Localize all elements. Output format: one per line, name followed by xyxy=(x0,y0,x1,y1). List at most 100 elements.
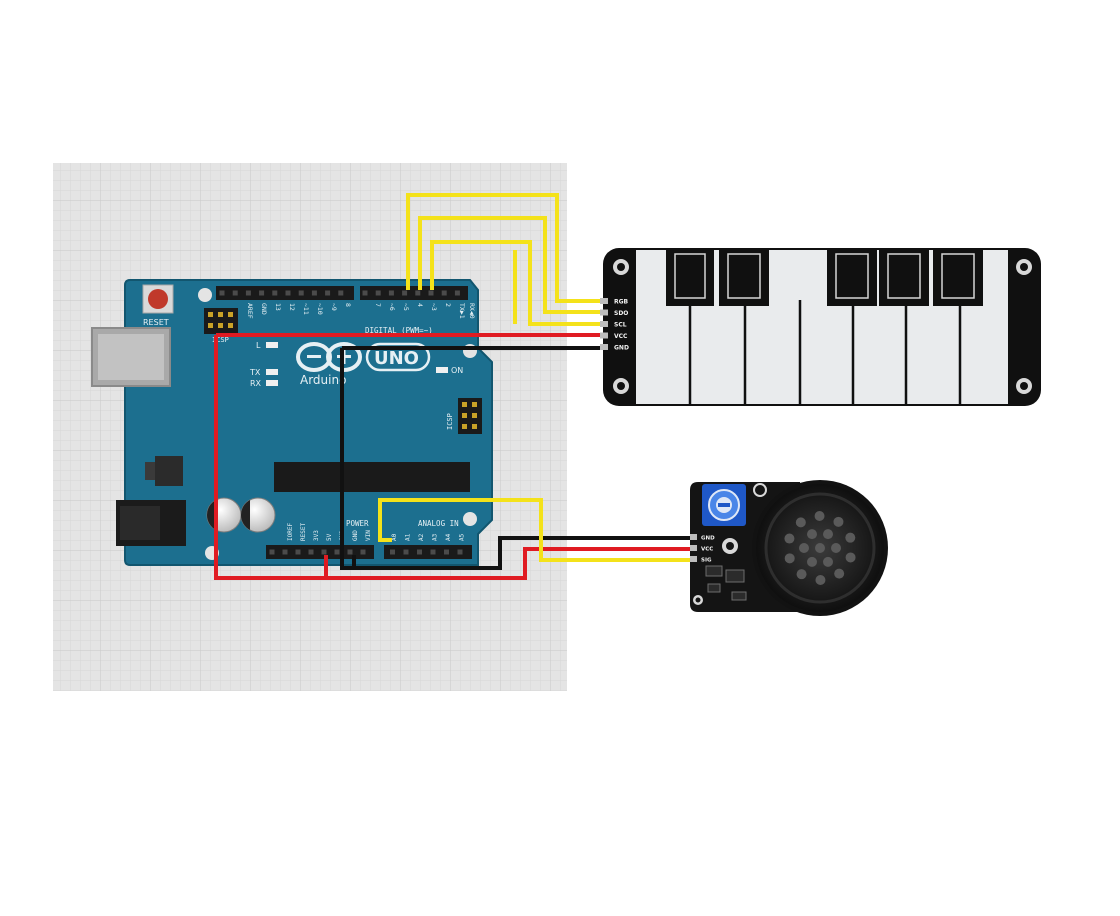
black-key-pad xyxy=(887,253,921,299)
analog-pin-label: A5 xyxy=(459,533,466,541)
header-pin xyxy=(390,549,395,555)
speaker-grill-hole xyxy=(799,543,809,553)
led-tx-label: TX xyxy=(249,368,261,377)
header-pin xyxy=(259,290,265,296)
header-pin xyxy=(219,290,225,296)
header-pin xyxy=(457,549,463,555)
header-pin xyxy=(454,290,460,296)
header-pin xyxy=(430,549,436,555)
led-on-label: ON xyxy=(451,366,463,375)
speaker-grill-hole xyxy=(807,529,817,540)
header-pin xyxy=(282,549,288,555)
digital-pin-label: RX◀0 xyxy=(468,303,476,319)
uno-badge xyxy=(365,342,431,372)
dc-power-jack xyxy=(116,500,186,546)
header-pin xyxy=(444,549,449,555)
header-pin xyxy=(362,290,368,296)
header-pin xyxy=(269,549,275,555)
digital-pin-label: 13 xyxy=(274,303,282,311)
power-pin-label: GND xyxy=(352,530,359,541)
digital-pin-label: ~11 xyxy=(302,303,310,315)
header-pin xyxy=(285,290,291,296)
wire-speaker-sig xyxy=(378,498,690,562)
digital-pin-label: 4 xyxy=(416,303,424,307)
power-header xyxy=(266,545,374,559)
black-key-pad xyxy=(941,253,975,299)
potentiometer xyxy=(702,484,746,526)
analog-label: ANALOG IN xyxy=(418,519,459,528)
power-pin-label: 5V xyxy=(326,533,333,541)
digital-pin-label: 12 xyxy=(288,303,296,311)
keyboard-pin-label: GND xyxy=(614,345,629,352)
wires xyxy=(214,193,690,580)
digital-pin-label: 8 xyxy=(344,303,352,307)
header-pin xyxy=(388,290,394,296)
reset-label: RESET xyxy=(143,318,169,327)
header-pin xyxy=(338,290,344,296)
digital-header xyxy=(216,286,468,300)
power-pin-label: 3V3 xyxy=(313,530,320,541)
header-pin xyxy=(245,290,251,296)
wire-rgb xyxy=(406,193,600,303)
speaker-grill-hole xyxy=(831,543,841,553)
mounting-hole xyxy=(198,288,212,302)
speaker-pin-label: SIG xyxy=(701,558,712,564)
voltage-regulator xyxy=(145,456,183,486)
speaker-grill-hole xyxy=(823,529,833,540)
speaker-grill-hole xyxy=(784,533,795,544)
brand-label: Arduino xyxy=(300,373,346,387)
digital-pin-label: TX▶1 xyxy=(458,303,466,319)
header-pin xyxy=(295,549,301,555)
speaker-grill-hole xyxy=(784,553,795,564)
led-l-label: L xyxy=(256,341,261,350)
module-pin xyxy=(600,298,608,304)
header-pin xyxy=(308,549,314,555)
digital-pin-label: ~9 xyxy=(330,303,338,311)
analog-header xyxy=(384,545,472,559)
led-rx-label: RX xyxy=(250,379,262,388)
reset-button xyxy=(142,284,174,314)
speaker-grill-hole xyxy=(815,574,826,585)
bottom-header-pins xyxy=(269,549,463,555)
mounting-hole xyxy=(463,512,477,526)
header-pin xyxy=(402,290,408,296)
digital-pin-label: ~6 xyxy=(388,303,396,311)
icsp2-label: ICSP xyxy=(212,336,229,344)
speaker-grill-hole xyxy=(815,543,825,553)
header-pin xyxy=(347,549,353,555)
atmega-chip xyxy=(274,462,470,492)
header-pin xyxy=(360,549,366,555)
speaker-grill-hole xyxy=(807,556,817,567)
analog-pin-label: A0 xyxy=(391,533,398,541)
speaker-pin-label: VCC xyxy=(701,547,713,553)
digital-pin-label: ~5 xyxy=(402,303,410,311)
speaker-grill-hole xyxy=(795,517,806,528)
power-label: POWER xyxy=(346,519,369,528)
keyboard-pin-label: SCL xyxy=(614,322,627,329)
speaker-grill-hole xyxy=(796,569,807,580)
header-pin xyxy=(417,549,422,555)
header-pin xyxy=(428,290,434,296)
module-pin xyxy=(600,332,608,339)
black-key-pad xyxy=(835,253,869,299)
analog-pin-label: A2 xyxy=(418,533,425,541)
speaker-grill-hole xyxy=(845,532,856,543)
black-key-pad xyxy=(727,253,761,299)
status-leds xyxy=(266,342,448,386)
analog-pin-label: A3 xyxy=(432,533,439,541)
header-pin xyxy=(415,290,421,296)
power-pin-label: VIN xyxy=(365,530,372,541)
module-pin xyxy=(600,321,608,327)
keyboard-pin-label: VCC xyxy=(614,333,628,340)
usb-connector xyxy=(91,327,171,387)
speaker xyxy=(756,484,884,612)
header-pin xyxy=(321,549,327,555)
keyboard-pin-label: RGB xyxy=(614,299,629,306)
